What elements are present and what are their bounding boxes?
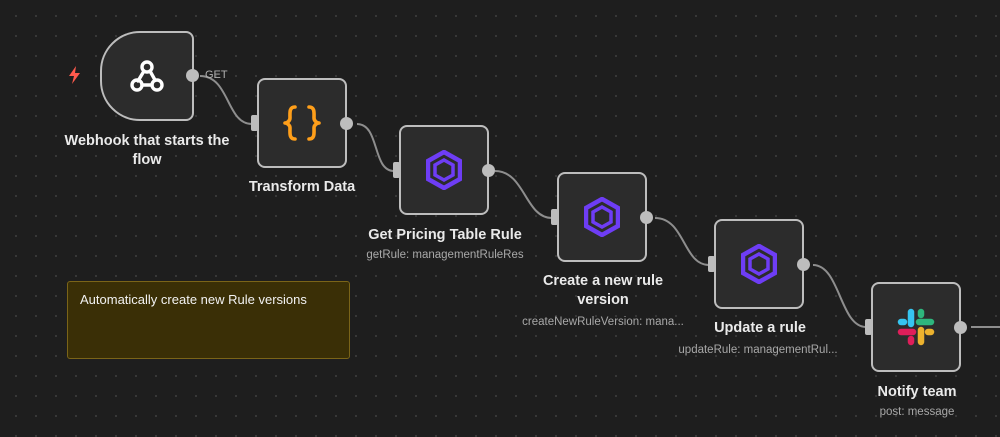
connection-update-notify[interactable] [812,264,867,328]
output-port[interactable] [482,164,495,177]
input-port[interactable] [708,256,715,272]
slack-icon [896,307,936,347]
webhook-method-label: GET [205,69,228,81]
node-transform-data[interactable] [251,78,353,168]
node-update-rule-subtitle: updateRule: managementRul... [678,344,838,356]
code-braces-icon [280,103,324,143]
node-get-pricing-table-rule-title: Get Pricing Table Rule [368,227,522,243]
output-port[interactable] [954,321,967,334]
input-port[interactable] [551,209,558,225]
sticky-note[interactable]: Automatically create new Rule versions [67,281,350,359]
node-get-pricing-table-rule-subtitle: getRule: managementRuleRes [366,249,524,261]
trigger-bolt-icon [67,66,83,89]
input-port[interactable] [393,162,400,178]
webhook-icon [127,56,167,96]
node-update-rule[interactable] [708,219,810,309]
node-notify-team-title: Notify team [877,384,957,400]
node-update-rule-title: Update a rule [714,320,806,336]
output-port[interactable] [640,211,653,224]
connection-create-update[interactable] [654,217,710,266]
sticky-note-text: Automatically create new Rule versions [80,292,307,307]
hexagon-icon [584,197,620,237]
title-line: version [577,292,629,308]
node-webhook[interactable] [100,31,199,121]
node-create-rule-version[interactable] [551,172,653,262]
hexagon-icon [426,150,462,190]
title-line: Create a new rule [542,273,664,289]
output-port[interactable] [186,69,199,82]
title-line: Webhook that starts the [64,133,230,149]
connection-webhook-transform[interactable] [199,75,253,125]
node-get-pricing-table-rule[interactable] [393,125,495,215]
connection-get-rule-create[interactable] [494,170,553,219]
input-port[interactable] [865,319,872,335]
node-webhook-title: Webhook that starts the flow [47,132,247,170]
node-transform-data-title: Transform Data [248,179,356,195]
output-port[interactable] [797,258,810,271]
hexagon-icon [741,244,777,284]
input-port[interactable] [251,115,258,131]
node-create-rule-version-title: Create a new rule version [503,272,703,310]
title-line: flow [132,152,162,168]
node-notify-team[interactable] [865,282,967,372]
output-port[interactable] [340,117,353,130]
connection-transform-get-rule[interactable] [356,123,395,172]
node-notify-team-subtitle: post: message [879,406,955,418]
